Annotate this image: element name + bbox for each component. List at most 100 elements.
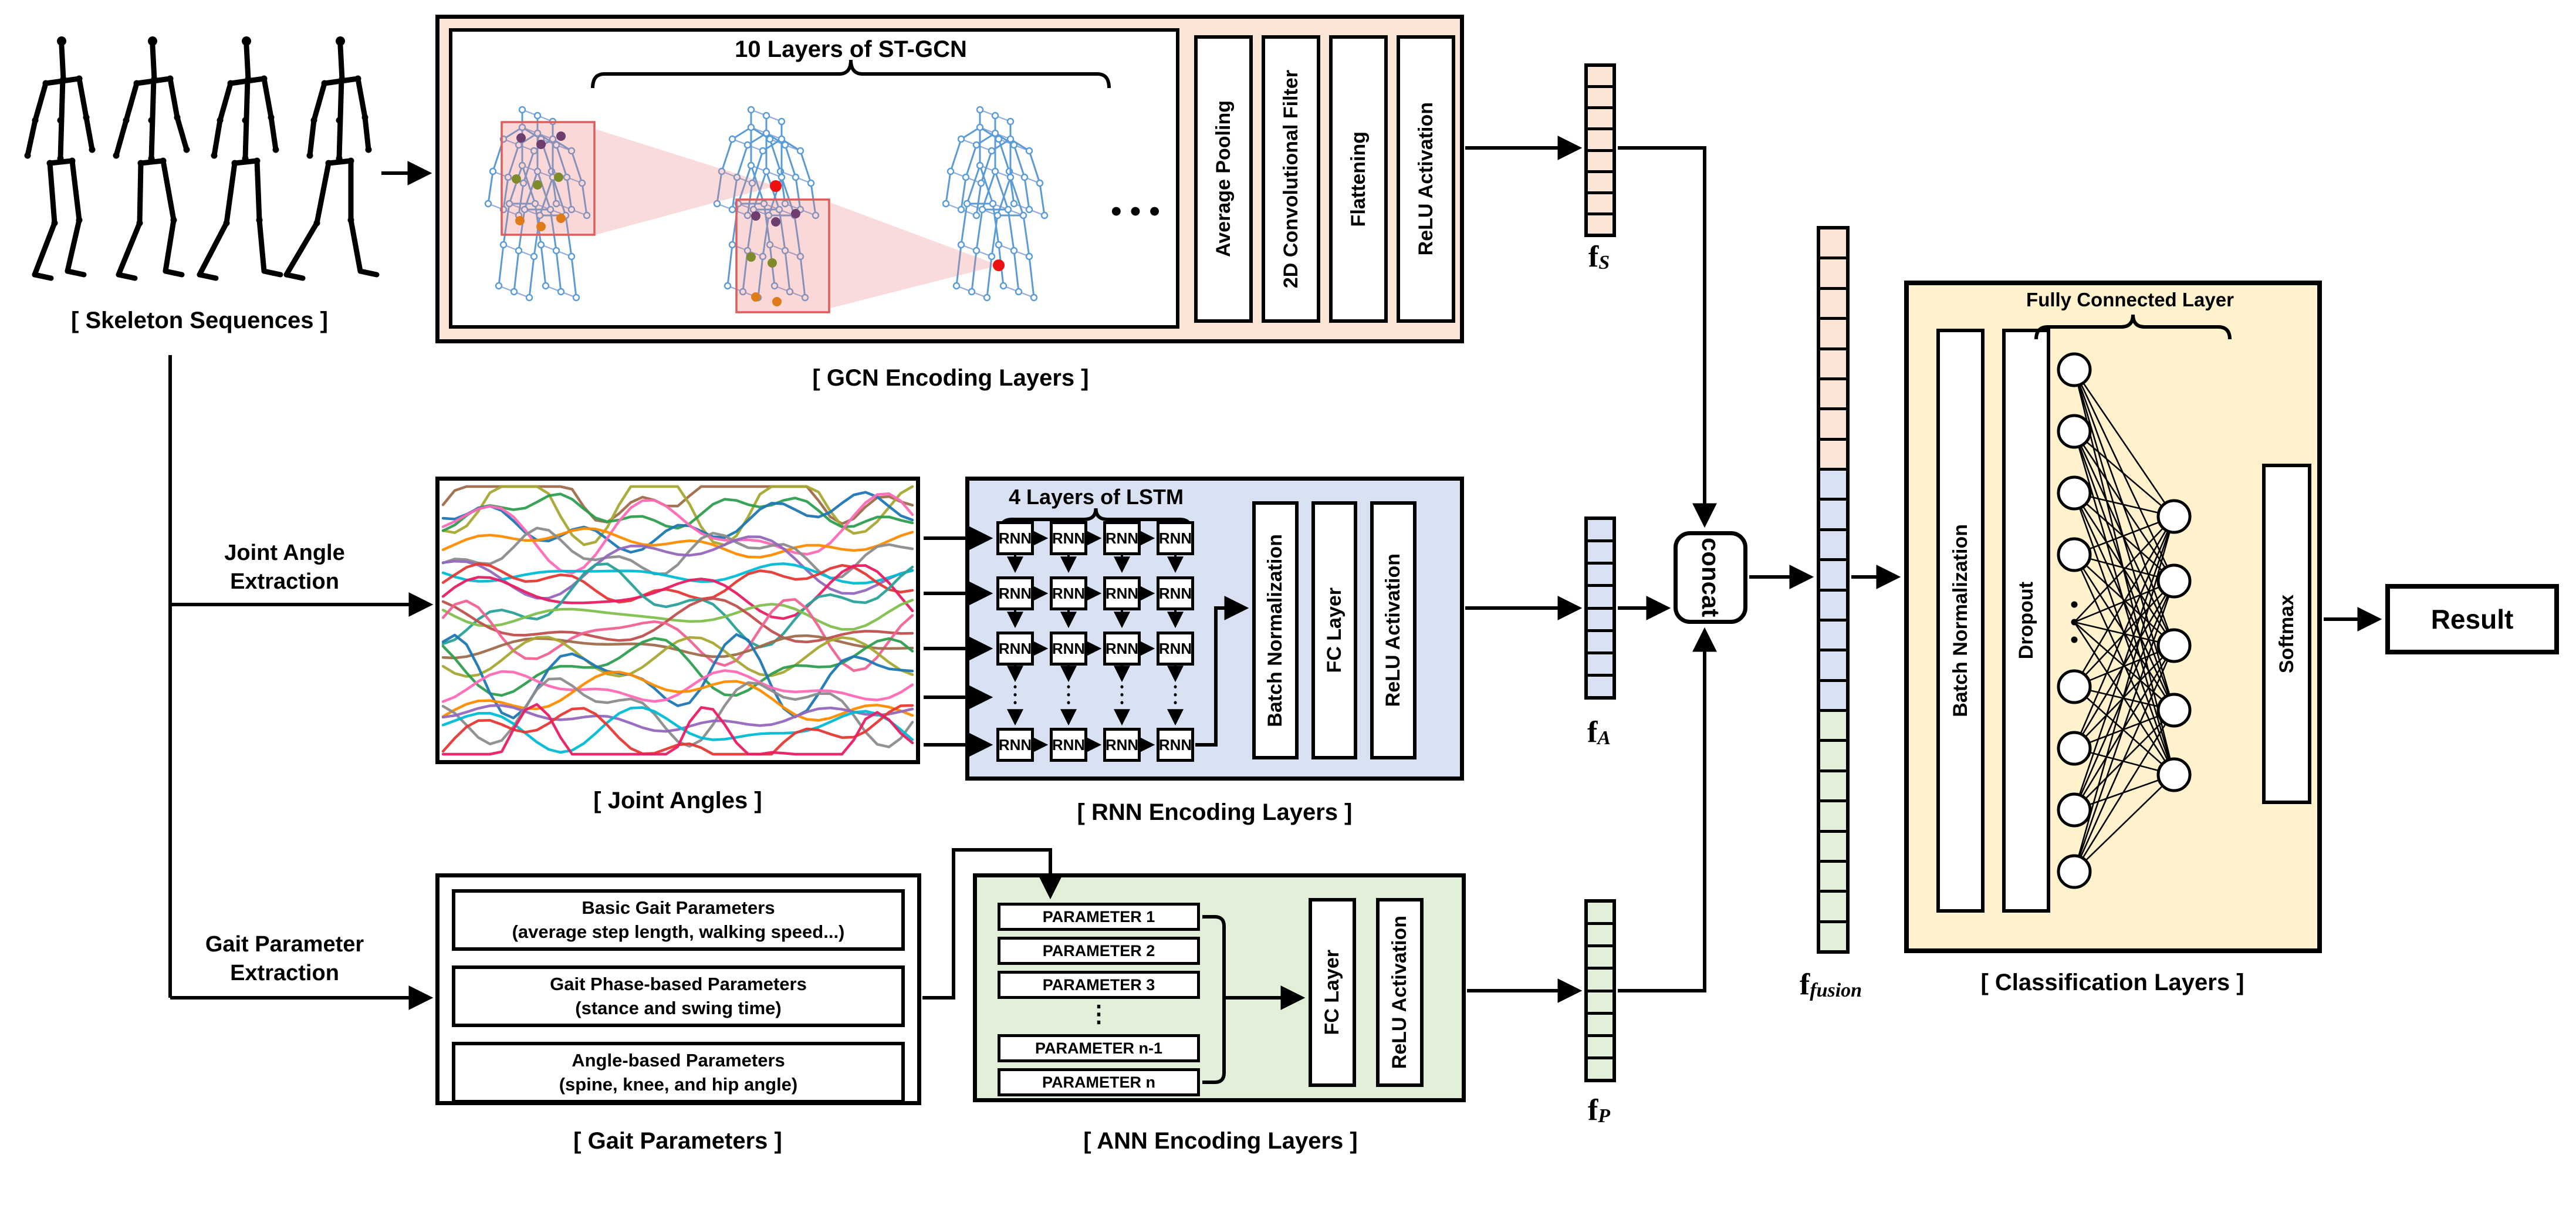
fs-label: fS — [1549, 239, 1649, 274]
ann-layer-1: ReLU Activation — [1376, 898, 1424, 1087]
ffusion-vector-cell-7 — [1820, 437, 1846, 468]
classification-label: [ Classification Layers ] — [1980, 970, 2244, 995]
ffusion-vector-cell-9 — [1820, 498, 1846, 528]
rnn-cell-r0c0: RNN — [996, 521, 1034, 555]
rnn-cell-r2c2: RNN — [1103, 632, 1141, 666]
joint-angles-label: [ Joint Angles ] — [593, 788, 762, 813]
gait-row-1-subtitle: (stance and swing time) — [575, 997, 782, 1018]
joint-angle-extraction-label: Joint Angle Extraction — [194, 539, 376, 597]
rnn-cell-r3c0: RNN — [996, 728, 1034, 762]
fa-vector-cell-1 — [1588, 539, 1612, 562]
fp-vector-cell-3 — [1588, 967, 1612, 990]
rnn-cell-r1c0: RNN — [996, 576, 1034, 610]
classification-layer-label-0: Batch Normalization — [1949, 524, 1972, 717]
fa-vector-cell-5 — [1588, 629, 1612, 651]
fa-vector-cell-4 — [1588, 606, 1612, 629]
fp-vector — [1584, 899, 1616, 1082]
ffusion-vector-cell-13 — [1820, 618, 1846, 649]
gcn-layer-2: Flattening — [1329, 35, 1388, 323]
ann-parameter-1: PARAMETER 2 — [998, 937, 1200, 965]
ann-parameter-dots: ⋮ — [1087, 1001, 1111, 1027]
softmax-box: Softmax — [2262, 464, 2311, 804]
rnn-cell-r2c1: RNN — [1050, 632, 1087, 666]
ffusion-vector-cell-16 — [1820, 709, 1846, 740]
ffusion-vector-cell-20 — [1820, 829, 1846, 860]
rnn-cell-r1c2: RNN — [1103, 576, 1141, 610]
rnn-layer-0: Batch Normalization — [1252, 501, 1299, 759]
fs-vector — [1584, 63, 1616, 237]
softmax-label: Softmax — [2275, 594, 2298, 674]
gcn-layer-3: ReLU Activation — [1397, 35, 1455, 323]
ffusion-vector-cell-6 — [1820, 407, 1846, 438]
ffusion-vector-cell-11 — [1820, 558, 1846, 589]
joint-angles-chart — [441, 485, 914, 756]
ffusion-vector-cell-0 — [1820, 229, 1846, 257]
rnn-cell-r1c1: RNN — [1050, 576, 1087, 610]
ffusion-vector-cell-14 — [1820, 649, 1846, 679]
ffusion-vector-cell-23 — [1820, 920, 1846, 950]
fs-subscript: S — [1598, 252, 1610, 274]
gait-parameter-extraction-line2: Extraction — [230, 961, 339, 986]
fp-subscript: P — [1598, 1105, 1611, 1127]
fa-vector-cell-7 — [1588, 673, 1612, 696]
classification-layer-0: Batch Normalization — [1936, 329, 1985, 913]
gcn-layer-1: 2D Convolutional Filter — [1262, 35, 1320, 323]
ann-layer-stack: FC Layer ReLU Activation — [1309, 898, 1424, 1087]
ffusion-label: ffusion — [1749, 967, 1913, 1002]
ann-parameter-5: PARAMETER n — [998, 1068, 1200, 1096]
fa-subscript: A — [1597, 727, 1611, 749]
gcn-layer-label-3: ReLU Activation — [1414, 102, 1437, 256]
gait-row-2-title: Angle-based Parameters — [572, 1049, 785, 1071]
fp-vector-cell-6 — [1588, 1034, 1612, 1056]
fs-symbol: f — [1588, 240, 1599, 274]
fs-vector-cell-2 — [1588, 106, 1612, 128]
gcn-encoding-label: [ GCN Encoding Layers ] — [812, 365, 1089, 391]
gcn-layer-label-1: 2D Convolutional Filter — [1279, 69, 1302, 289]
ffusion-vector-cell-2 — [1820, 286, 1846, 318]
gcn-layer-0: Average Pooling — [1194, 35, 1253, 323]
rnn-cell-r0c1: RNN — [1050, 521, 1087, 555]
skeleton-sequences-label: [ Skeleton Sequences ] — [71, 308, 328, 333]
ffusion-vector-cell-17 — [1820, 739, 1846, 769]
ffusion-vector-cell-5 — [1820, 377, 1846, 408]
skeleton-sequences-figure — [24, 36, 380, 281]
gait-row-0-title: Basic Gait Parameters — [582, 897, 775, 918]
lstm-title: 4 Layers of LSTM — [1008, 485, 1184, 509]
fs-vector-cell-7 — [1588, 212, 1612, 234]
fs-vector-cell-1 — [1588, 85, 1612, 107]
rnn-cell-r2c0: RNN — [996, 632, 1034, 666]
fp-label: fP — [1549, 1093, 1649, 1127]
ann-layer-0: FC Layer — [1309, 898, 1356, 1087]
rnn-cell-r0c3: RNN — [1157, 521, 1194, 555]
ffusion-vector-cell-19 — [1820, 799, 1846, 830]
ffusion-subscript: fusion — [1810, 980, 1862, 1002]
fully-connected-layer-title: Fully Connected Layer — [2026, 289, 2234, 310]
rnn-cell-r3c2: RNN — [1103, 728, 1141, 762]
gait-parameter-extraction-label: Gait Parameter Extraction — [194, 930, 376, 988]
fs-vector-cell-4 — [1588, 148, 1612, 170]
gait-parameters-label: [ Gait Parameters ] — [573, 1128, 782, 1154]
rnn-layer-label-2: ReLU Activation — [1382, 553, 1405, 707]
ffusion-vector-cell-4 — [1820, 347, 1846, 377]
rnn-layer-label-0: Batch Normalization — [1263, 534, 1286, 727]
concat-node: concat — [1674, 531, 1747, 624]
fa-vector-cell-3 — [1588, 584, 1612, 607]
concat-label: concat — [1697, 538, 1725, 617]
fp-vector-cell-5 — [1588, 1011, 1612, 1034]
result-label: Result — [2430, 604, 2514, 634]
stgcn-title: 10 Layers of ST-GCN — [735, 36, 967, 62]
fa-label: fA — [1549, 715, 1649, 749]
gcn-layer-label-2: Flattening — [1347, 131, 1370, 227]
ffusion-vector-cell-15 — [1820, 678, 1846, 709]
gait-row-1: Gait Phase-based Parameters(stance and s… — [452, 965, 905, 1027]
fp-vector-cell-0 — [1588, 903, 1612, 923]
ann-layer-label-0: FC Layer — [1321, 950, 1343, 1035]
fp-symbol: f — [1587, 1093, 1598, 1127]
fp-vector-cell-4 — [1588, 989, 1612, 1012]
ann-layer-label-1: ReLU Activation — [1388, 916, 1411, 1069]
gait-parameter-extraction-line1: Gait Parameter — [205, 932, 364, 957]
joint-angles-box — [435, 477, 920, 764]
fa-symbol: f — [1587, 715, 1598, 749]
